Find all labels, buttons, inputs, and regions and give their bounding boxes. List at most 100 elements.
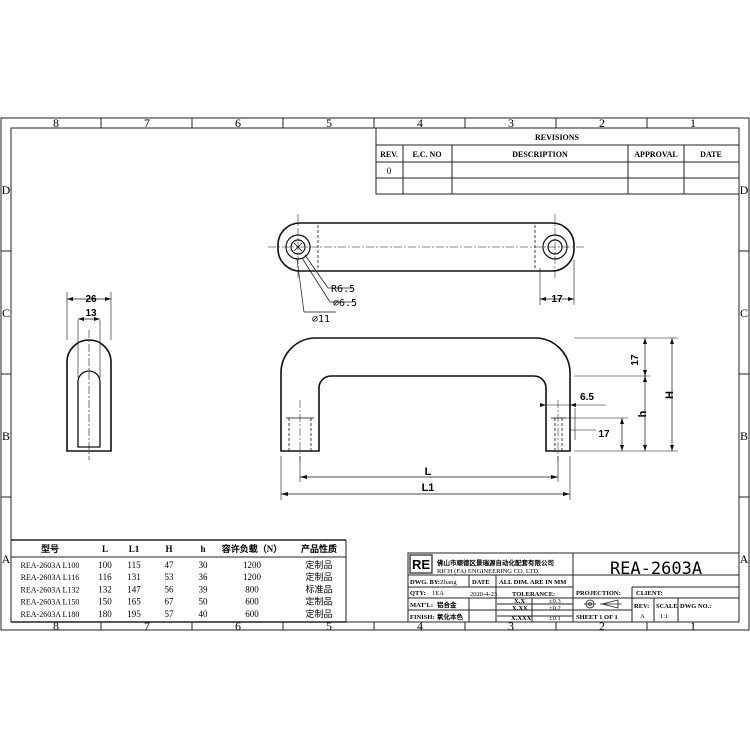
spec-cell-r3-c1: 150 (98, 597, 112, 607)
spec-cell-r0-c0: REA-2603A L100 (21, 561, 80, 570)
zone-top-5: 5 (326, 116, 332, 130)
tol-value-1: ±0.3 (549, 598, 561, 605)
finish-label: FINISH: (410, 614, 435, 621)
zone-bottom-7: 7 (144, 619, 150, 633)
spec-cell-r2-c1: 132 (98, 584, 112, 594)
inner-frame (10, 127, 740, 623)
dim-width-26: 26 (85, 294, 97, 305)
zone-top-6: 6 (235, 116, 241, 130)
dim-L1: L1 (422, 482, 435, 494)
rev-row-value: 0 (387, 166, 392, 176)
zone-right-C: C (740, 306, 748, 320)
spec-cell-r1-c2: 131 (127, 572, 141, 582)
date-label: DATE (472, 579, 490, 586)
rev-label: REV: (634, 603, 649, 610)
spec-cell-r0-c6: 定制品 (305, 559, 332, 570)
spec-cell-r0-c2: 115 (127, 560, 141, 570)
spec-cell-r1-c1: 116 (98, 572, 112, 582)
company-name-en: RICH (FA) ENGINEERING CO. LTD. (437, 568, 540, 575)
spec-cell-r1-c5: 1200 (243, 572, 262, 582)
spec-cell-r1-c4: 36 (199, 572, 209, 582)
qty-value: 1EA (432, 590, 444, 597)
tol-label-2: X.XX (512, 605, 528, 612)
dim-top-17: 17 (551, 294, 563, 305)
zone-bottom-3: 3 (508, 619, 514, 633)
zone-top-7: 7 (144, 116, 150, 130)
spec-cell-r0-c4: 30 (199, 560, 209, 570)
spec-cell-r1-c3: 53 (165, 572, 175, 582)
zone-left-C: C (2, 306, 10, 320)
spec-table (11, 539, 347, 623)
qty-label: QTY: (410, 590, 426, 597)
projection-symbol-icon (584, 599, 622, 609)
dims-note: ALL DIM. ARE IN MM (499, 579, 566, 586)
date-value: 2020-4-23 (470, 591, 497, 598)
scale-label: SCALE (656, 603, 678, 610)
zone-top-4: 4 (417, 116, 423, 130)
spec-cell-r4-c6: 定制品 (305, 608, 332, 619)
dwg-no-label: DWG NO.: (680, 603, 711, 610)
zone-left-D: D (2, 183, 11, 197)
finish-value: 氧化本色 (436, 612, 464, 621)
spec-cell-r3-c2: 165 (127, 597, 141, 607)
spec-cell-r0-c1: 100 (98, 560, 112, 570)
spec-header-h: h (200, 544, 205, 554)
approval-header: APPROVAL (634, 150, 677, 159)
sheet-text: SHEET 1 OF 1 (576, 614, 618, 621)
spec-cell-r0-c3: 47 (165, 560, 175, 570)
tolerance-label: TOLERANCE: (512, 591, 555, 598)
zone-ticks (1, 118, 749, 630)
zone-top-2: 2 (599, 116, 605, 130)
spec-cell-r4-c0: REA-2603A L180 (21, 610, 80, 619)
zone-top-8: 8 (53, 116, 59, 130)
side-view (66, 292, 112, 460)
spec-cell-r3-c6: 定制品 (305, 596, 332, 607)
zone-right-B: B (740, 429, 748, 443)
rev-header: REV. (380, 150, 398, 159)
tol-value-2: ±0.2 (549, 605, 561, 612)
spec-cell-r4-c4: 40 (199, 609, 209, 619)
spec-header-L: L (102, 544, 108, 554)
zone-left-B: B (2, 429, 10, 443)
dim-h: h (637, 410, 649, 417)
zone-top-3: 3 (508, 116, 514, 130)
spec-cell-r4-c1: 180 (98, 609, 112, 619)
zone-bottom-6: 6 (235, 619, 241, 633)
spec-cell-r2-c0: REA-2603A L132 (21, 585, 80, 594)
spec-cell-r3-c0: REA-2603A L150 (21, 598, 80, 607)
title-block (407, 552, 740, 623)
spec-header-L1: L1 (129, 544, 140, 554)
rev-value: A (640, 613, 645, 620)
dim-gap-65: 6.5 (580, 392, 594, 403)
zone-top-1: 1 (690, 116, 696, 130)
part-number: REA-2603A (610, 559, 702, 579)
spec-cell-r2-c3: 56 (165, 584, 175, 594)
top-view (268, 214, 584, 313)
date-header: DATE (700, 150, 722, 159)
zone-bottom-8: 8 (53, 619, 59, 633)
spec-cell-r2-c6: 标准品 (305, 583, 332, 594)
dim-phi65: ⌀6.5 (333, 298, 357, 309)
zone-bottom-4: 4 (417, 619, 423, 633)
tol-label-1: X.X (514, 598, 525, 605)
zone-bottom-2: 2 (599, 619, 605, 633)
zone-bottom-5: 5 (326, 619, 332, 633)
spec-cell-r3-c4: 50 (199, 597, 209, 607)
spec-header-H: H (165, 544, 172, 554)
revisions-title: REVISIONS (535, 133, 580, 142)
company-logo-box (409, 554, 433, 574)
spec-cell-r1-c6: 定制品 (305, 571, 332, 582)
dim-width-13: 13 (85, 308, 97, 319)
spec-cell-r2-c5: 800 (245, 584, 259, 594)
spec-cell-r2-c2: 147 (127, 584, 141, 594)
projection-label: PROJECTION: (576, 590, 621, 597)
company-name-cn: 佛山市顺德区景瑞源自动化配套有限公司 (436, 558, 554, 567)
zone-right-A: A (740, 552, 749, 566)
zone-bottom-1: 1 (690, 619, 696, 633)
company-logo: RE (412, 557, 430, 572)
spec-cell-r3-c3: 67 (165, 597, 175, 607)
spec-cell-r4-c3: 57 (165, 609, 175, 619)
spec-cell-r4-c2: 195 (127, 609, 141, 619)
spec-header-type: 产品性质 (301, 543, 337, 554)
